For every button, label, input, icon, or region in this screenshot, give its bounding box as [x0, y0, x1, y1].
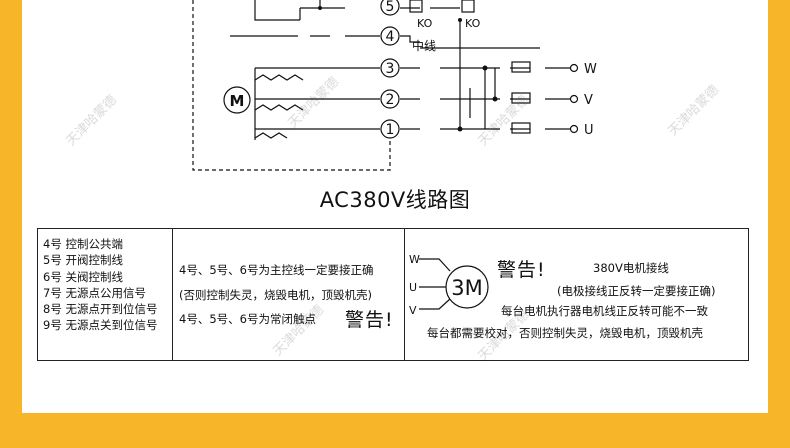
control-note: (否则控制失灵，烧毁电机，顶毁机壳)	[179, 288, 372, 302]
wiring-notes-table: 4号 控制公共端 5号 开阀控制线 6号 关阀控制线 7号 无源点公用信号 8号…	[37, 228, 749, 361]
warning-label: 警告!	[497, 259, 546, 281]
motor-windings	[254, 74, 304, 139]
motor-symbol	[223, 86, 251, 114]
motor-title: 380V电机接线	[593, 261, 669, 275]
wire-top	[254, 0, 301, 21]
terminal-2	[380, 89, 400, 109]
terminal-5	[380, 0, 400, 16]
signal-item: 6号 关阀控制线	[43, 269, 123, 284]
signal-item: 4号 控制公共端	[43, 237, 123, 251]
signal-item: 8号 无源点开到位信号	[43, 302, 158, 317]
diagram-caption: AC380V线路图	[319, 188, 471, 212]
signal-item: 9号 无源点关到位信号	[43, 318, 158, 333]
motor-lead-u: U	[409, 281, 417, 294]
relay-ko-1	[409, 0, 423, 13]
terminal-label: 2	[386, 92, 395, 108]
housing-outline	[192, 0, 391, 171]
terminal-label: 1	[386, 122, 395, 138]
control-note-cell: 4号、5号、6号为主控线一定要接正确 (否则控制失灵，烧毁电机，顶毁机壳) 4号…	[173, 229, 405, 360]
signal-item: 7号 无源点公用信号	[43, 285, 146, 300]
terminal-label: 3	[386, 61, 395, 77]
frame-border-bottom	[0, 413, 790, 448]
control-note: 4号、5号、6号为主控线一定要接正确	[179, 263, 374, 277]
motor-lead-w: W	[409, 253, 420, 266]
terminal-label: 4	[386, 29, 395, 45]
signal-list-cell: 4号 控制公共端 5号 开阀控制线 6号 关阀控制线 7号 无源点公用信号 8号…	[38, 229, 173, 360]
warning-label: 警告!	[345, 309, 394, 331]
motor-note-cell: 3M W U V 警告! 380V电机接线 (电极接线正反转一定要接正确) 每台…	[405, 229, 748, 360]
control-note: 4号、5号、6号为常闭触点	[179, 312, 316, 326]
motor-note: 每台电机执行器电机线正反转可能不一致	[501, 304, 708, 318]
terminal-4	[380, 26, 400, 46]
motor-note: (电极接线正反转一定要接正确)	[557, 284, 716, 298]
fuse-3	[511, 61, 531, 73]
signal-item: 5号 开阀控制线	[43, 253, 123, 268]
wire-4	[230, 35, 540, 49]
relay-label: KO	[417, 17, 433, 30]
wire-5	[300, 0, 345, 9]
motor-3m-label: 3M	[451, 276, 482, 300]
frame-border-left	[0, 0, 22, 448]
relay-label: KO	[465, 17, 481, 30]
phase-label-w: W	[584, 62, 597, 77]
neutral-label: 中线	[412, 38, 436, 53]
motor-note: 每台都需要校对，否则控制失灵，烧毁电机，顶毁机壳	[427, 326, 703, 340]
signal-list: 4号 控制公共端 5号 开阀控制线 6号 关阀控制线 7号 无源点公用信号 8号…	[38, 229, 172, 334]
fuse-2	[511, 92, 531, 104]
terminal-label: 5	[386, 0, 395, 15]
terminal-1	[380, 119, 400, 139]
fuse-1	[511, 122, 531, 134]
motor-label: M	[230, 92, 245, 110]
frame-border-right	[768, 0, 790, 448]
motor-3m-symbol: 3M W U V	[409, 253, 489, 317]
phase-label-u: U	[584, 123, 594, 138]
phase-label-v: V	[584, 93, 593, 108]
terminal-3	[380, 58, 400, 78]
relay-ko-2	[461, 0, 475, 13]
cross-links	[459, 20, 496, 129]
motor-lead-v: V	[409, 304, 417, 317]
